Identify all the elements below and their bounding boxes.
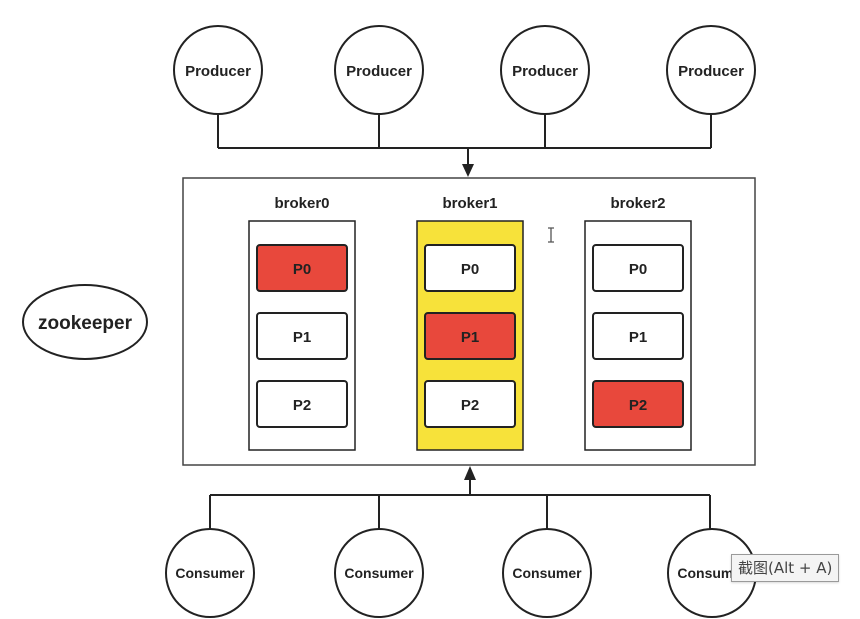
consumers: Consumer Consumer Consumer Consumer	[165, 528, 757, 618]
partition-leader-box	[592, 380, 684, 428]
consumer-label: Consumer	[512, 565, 582, 581]
partition-box	[256, 312, 348, 360]
partition-box	[592, 312, 684, 360]
partition-p1: P1	[424, 312, 516, 360]
partition-p2: P2	[256, 380, 348, 428]
producers: Producer Producer Producer Producer	[173, 25, 756, 115]
producer-circle	[173, 25, 263, 115]
text-cursor-icon	[548, 227, 554, 243]
partition-label: P1	[461, 329, 479, 346]
screenshot-tooltip: 截图(Alt + A)	[731, 554, 840, 582]
consumer-node: Consumer	[502, 528, 592, 618]
partition-p1: P1	[592, 312, 684, 360]
partition-label: P1	[629, 329, 647, 346]
partition-label: P0	[461, 261, 479, 278]
partition-box	[592, 244, 684, 292]
zookeeper-ellipse	[22, 284, 148, 360]
producer-arrow	[462, 164, 474, 177]
producer-circle	[666, 25, 756, 115]
partition-p2: P2	[424, 380, 516, 428]
partition-label: P2	[461, 397, 479, 414]
broker-title: broker1	[442, 195, 497, 212]
partition-box	[424, 244, 516, 292]
zookeeper-label: zookeeper	[38, 313, 133, 334]
producer-node: Producer	[666, 25, 756, 115]
consumer-circle	[334, 528, 424, 618]
partition-p0: P0	[592, 244, 684, 292]
consumer-label: Consumer	[344, 565, 414, 581]
producer-circle	[334, 25, 424, 115]
partition-label: P1	[293, 329, 311, 346]
consumer-circle	[502, 528, 592, 618]
producer-node: Producer	[334, 25, 424, 115]
producer-label: Producer	[512, 63, 578, 80]
producer-label: Producer	[346, 63, 412, 80]
broker-title: broker0	[274, 195, 329, 212]
producer-label: Producer	[185, 63, 251, 80]
zookeeper-node: zookeeper	[22, 284, 148, 360]
producer-label: Producer	[678, 63, 744, 80]
partition-leader-box	[256, 244, 348, 292]
partition-label: P0	[293, 261, 311, 278]
broker-title: broker2	[610, 195, 665, 212]
partition-label: P0	[629, 261, 647, 278]
partition-p0: P0	[424, 244, 516, 292]
partition-box	[424, 380, 516, 428]
consumer-node: Consumer	[165, 528, 255, 618]
consumer-label: Consumer	[677, 565, 747, 581]
consumer-arrow	[464, 466, 476, 480]
partition-p0: P0	[256, 244, 348, 292]
consumer-label: Consumer	[175, 565, 245, 581]
consumer-connectors	[209, 477, 711, 529]
producer-node: Producer	[500, 25, 590, 115]
partition-label: P2	[629, 397, 647, 414]
partition-label: P2	[293, 397, 311, 414]
producer-connectors	[217, 112, 712, 166]
partition-leader-box	[424, 312, 516, 360]
partition-box	[256, 380, 348, 428]
consumer-node: Consumer	[667, 528, 757, 618]
partition-p1: P1	[256, 312, 348, 360]
consumer-circle	[165, 528, 255, 618]
consumer-node: Consumer	[334, 528, 424, 618]
producer-circle	[500, 25, 590, 115]
producer-node: Producer	[173, 25, 263, 115]
partition-p2: P2	[592, 380, 684, 428]
